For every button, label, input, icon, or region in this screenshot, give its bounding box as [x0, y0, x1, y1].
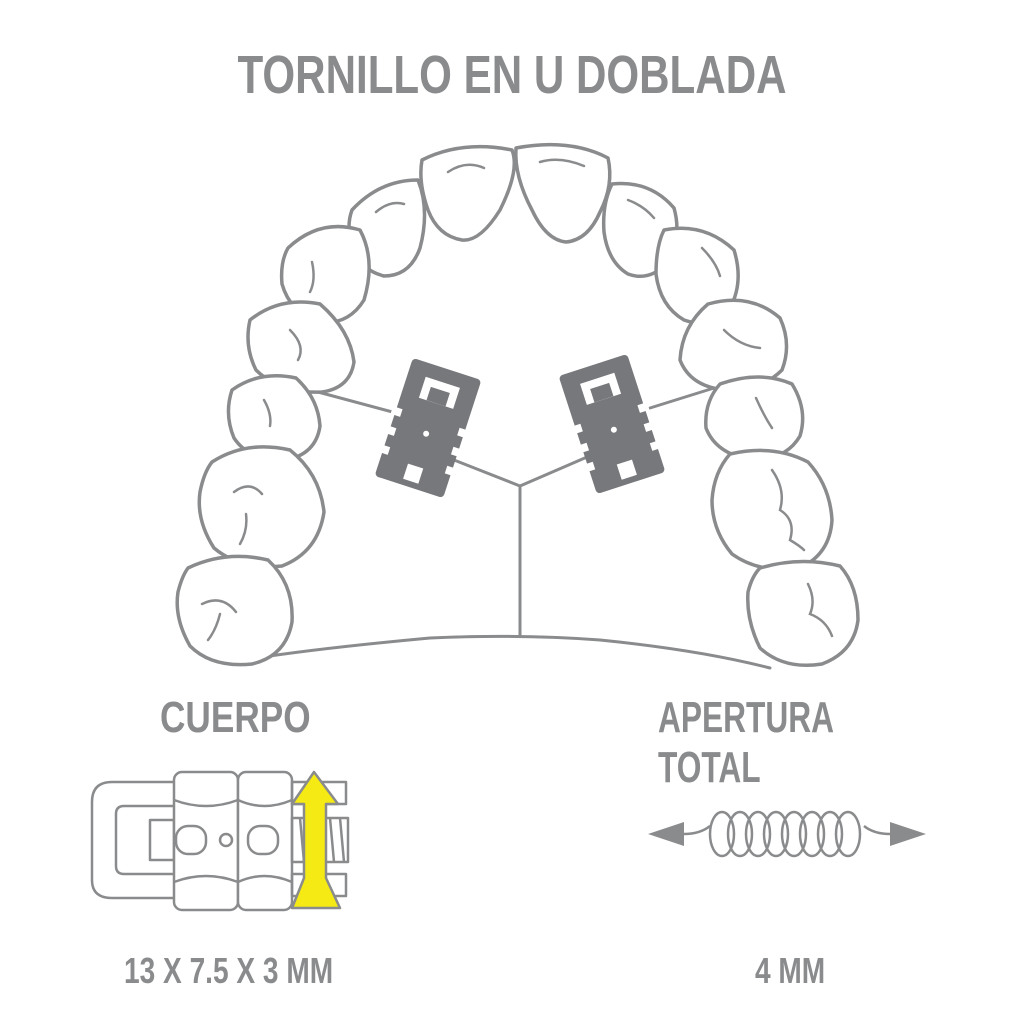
opening-value: 4 MM	[755, 950, 826, 991]
tooth-molar1-left	[197, 445, 326, 569]
tooth-canine-left	[279, 224, 371, 325]
palate-left-wire	[316, 390, 522, 488]
palate-base-line	[230, 634, 772, 670]
palate-right-wire	[518, 386, 716, 488]
teeth-arch	[175, 142, 860, 668]
body-dimensions: 13 X 7.5 X 3 MM	[124, 950, 334, 991]
activation-arrow-icon	[290, 770, 342, 910]
screw-left	[375, 358, 481, 498]
opening-label: APERTURA TOTAL	[658, 693, 833, 792]
tooth-molar1-right	[710, 448, 834, 572]
spring-drawing	[648, 810, 926, 858]
screw-right	[559, 354, 665, 494]
arrow-left-icon	[648, 822, 684, 846]
tooth-incisor-right	[514, 142, 612, 244]
page-title: TORNILLO EN U DOBLADA	[237, 45, 787, 105]
screw-body-drawing	[90, 770, 350, 912]
tooth-premolar2-right	[704, 375, 805, 462]
tooth-premolar2-left	[226, 374, 322, 462]
tooth-incisor-left	[419, 144, 516, 242]
arrow-right-icon	[890, 822, 926, 846]
body-label: CUERPO	[160, 693, 311, 742]
tooth-molar2-right	[746, 559, 860, 668]
